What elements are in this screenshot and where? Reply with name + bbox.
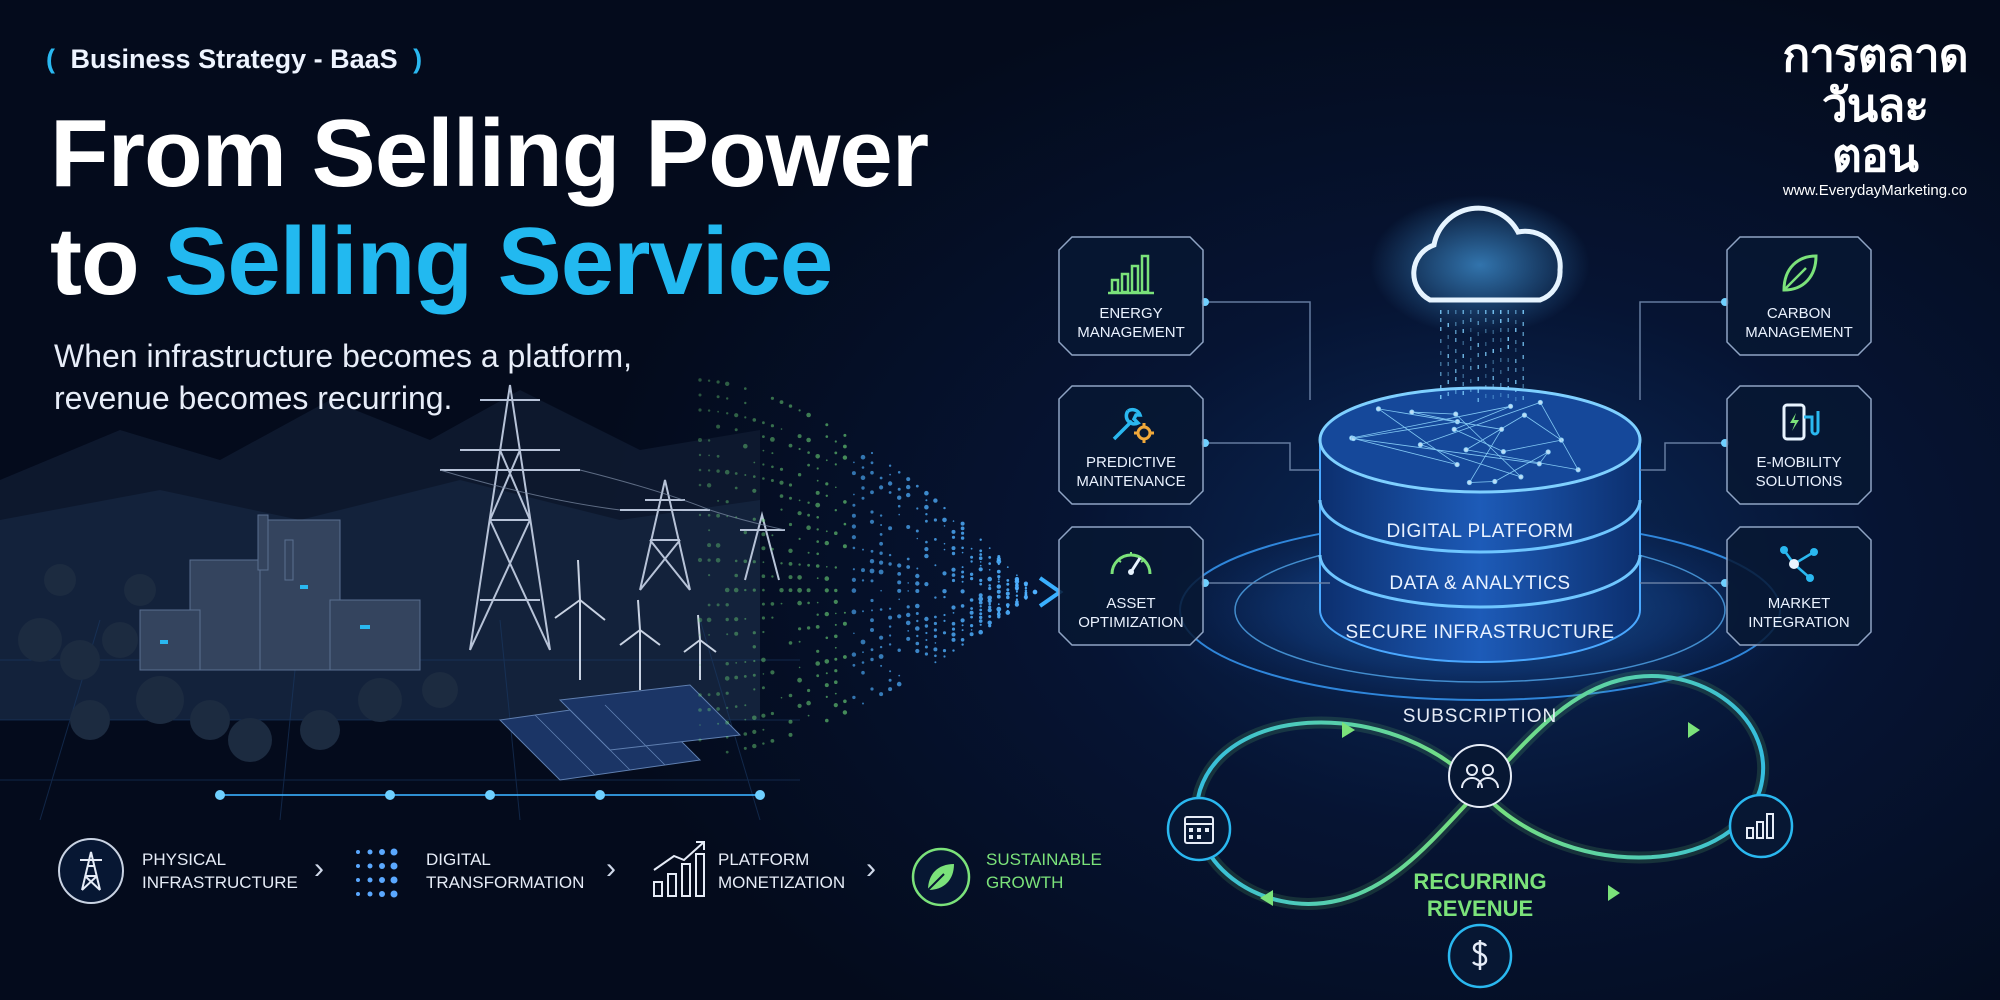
subtitle-line-2: revenue becomes recurring. (54, 380, 453, 416)
loop-subscription-label: SUBSCRIPTION (1402, 706, 1558, 727)
gauge-icon (1110, 552, 1152, 575)
dollar-icon (1447, 923, 1513, 989)
tag-bracket-open: ( (46, 44, 55, 74)
category-tag: ( Business Strategy - BaaS ) (46, 44, 422, 75)
dot-grid-icon (356, 848, 398, 898)
sustainable-leaf-icon (911, 847, 971, 907)
title-line-2-highlight: Selling Service (164, 208, 833, 315)
step-chevron: › (314, 852, 324, 885)
data-stream (697, 378, 1038, 754)
layer-secure-infrastructure: SECURE INFRASTRUCTURE (1345, 622, 1615, 643)
page-title: From Selling Power to Selling Service (50, 100, 929, 316)
wrench-gear-icon (1112, 407, 1154, 443)
step-chevron: › (866, 852, 876, 885)
brand-logo: การตลาด วันละตอน www.EverydayMarketing.c… (1780, 30, 1970, 199)
ev-charger-icon (1782, 403, 1820, 441)
power-tower-icon (58, 838, 124, 904)
logo-thai-line-2: วันละตอน (1821, 78, 1929, 182)
analytics-bar-icon (1728, 793, 1794, 859)
subtitle: When infrastructure becomes a platform, … (54, 335, 632, 419)
layer-data-analytics: DATA & ANALYTICS (1389, 573, 1571, 594)
calendar-icon (1166, 796, 1232, 862)
logo-thai-line-1: การตลาด (1782, 28, 1968, 82)
subtitle-line-1: When infrastructure becomes a platform, (54, 338, 633, 374)
network-icon (1780, 546, 1818, 582)
title-line-1: From Selling Power (50, 100, 929, 207)
subscription-users-icon (1448, 744, 1512, 808)
layer-digital-platform: DIGITAL PLATFORM (1386, 521, 1574, 542)
leaf-icon (1782, 254, 1818, 292)
tag-bracket-close: ) (413, 44, 423, 74)
cloud-icon (1411, 205, 1563, 303)
tag-text: Business Strategy - BaaS (70, 44, 398, 74)
bar-chart-icon (1108, 254, 1154, 295)
growth-chart-icon (653, 841, 705, 897)
logo-url: www.EverydayMarketing.co (1782, 182, 1968, 199)
title-line-2-prefix: to (50, 208, 165, 315)
step-chevron: › (606, 852, 616, 885)
